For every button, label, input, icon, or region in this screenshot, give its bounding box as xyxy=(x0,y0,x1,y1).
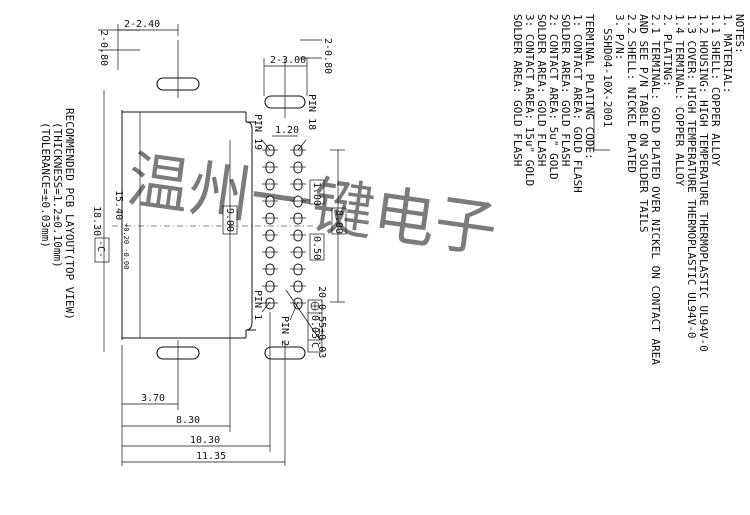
note-line: 1.2 HOUSING: HIGH TEMPERATURE THERMOPLAS… xyxy=(697,14,710,352)
note-line: 1.1 SHELL: COPPER ALLOY xyxy=(709,14,722,167)
dim-8-00: 8.00 xyxy=(333,210,344,234)
solder-pad xyxy=(293,246,303,259)
plating-code-line: SOLDER AREA: GOLD FLASH xyxy=(559,14,572,166)
board-outline xyxy=(112,110,315,340)
solder-pad xyxy=(265,263,275,276)
note-line: AND SEE P/N TABLE ON SOLDER TAILS xyxy=(637,14,650,233)
dim-2-3-00: 2-3.00 xyxy=(270,55,306,66)
plating-code-line: 3: CONTACT AREA: 15u" GOLD xyxy=(523,14,536,186)
pin-19-label: PIN 19 xyxy=(252,114,263,150)
dim-18-30: 18.30 xyxy=(91,206,102,236)
gdt-value: 0.05 xyxy=(309,315,320,339)
dim-2-0-80-left: 2-0.80 xyxy=(98,30,109,66)
solder-pad xyxy=(293,229,303,242)
solder-pad xyxy=(265,280,275,293)
dim-10-30: 10.30 xyxy=(190,435,220,446)
notes-block: NOTES: 1. MATERIAL: 1.1 SHELL: COPPER AL… xyxy=(511,14,746,365)
dim-2-0-80-right: 2-0.80 xyxy=(322,38,333,74)
bottom-dimensions: 3.70 8.30 10.30 11.35 xyxy=(121,312,286,466)
dim-1-20: 1.20 xyxy=(275,125,299,136)
solder-pad xyxy=(265,178,275,191)
solder-pad xyxy=(293,212,303,225)
solder-pad xyxy=(265,246,275,259)
dim-11-35: 11.35 xyxy=(196,451,226,462)
plating-code-line: SOLDER AREA: GOLD FLASH xyxy=(511,14,524,166)
solder-pad xyxy=(265,297,275,310)
top-dimensions: 2-2.40 2-0.80 2-3.00 2-0.80 1.20 xyxy=(98,19,333,137)
note-line: 3. P/N: xyxy=(613,14,626,60)
note-line: 2.1 TERMINAL: GOLD PLATED OVER NICKEL ON… xyxy=(649,14,662,365)
dim-8-30: 8.30 xyxy=(176,415,200,426)
caption-line: RECOMMENDED PCB LAYOUT(TOP VIEW) xyxy=(63,108,76,320)
pin-1-label: PIN 1 xyxy=(252,290,263,320)
part-number: SSHD04-10X-2001 xyxy=(601,28,614,127)
caption-line: (THICKNESS=1.2±0.10mm) xyxy=(51,122,64,268)
layout-caption: RECOMMENDED PCB LAYOUT(TOP VIEW) (THICKN… xyxy=(39,108,76,320)
dim-9-00: 9.00 xyxy=(224,208,235,232)
dim-3-70: 3.70 xyxy=(141,393,165,404)
gdt-datum: C xyxy=(309,342,320,348)
dim-2-2-40: 2-2.40 xyxy=(124,19,160,30)
solder-pad xyxy=(293,178,303,191)
solder-pad xyxy=(265,229,275,242)
pin-18-label: PIN 18 xyxy=(306,94,317,130)
note-line: 2. PLATING: xyxy=(661,14,674,87)
note-line: 2.2 SHELL: NICKEL PLATED xyxy=(625,14,638,173)
note-line: 1.3 COVER: HIGH TEMPERATURE THERMOPLASTI… xyxy=(685,14,698,339)
solder-pad xyxy=(293,280,303,293)
plating-code-line: SOLDER AREA: GOLD FLASH xyxy=(535,14,548,166)
solder-pad xyxy=(265,212,275,225)
plating-code-line: 2: CONTACT AREA: 5u" GOLD xyxy=(547,14,560,180)
solder-pad xyxy=(293,195,303,208)
dim-pad-size: 20-0.55±0.03 xyxy=(316,286,327,358)
note-line: 1.4 TERMINAL: COPPER ALLOY xyxy=(673,14,686,187)
dim-0-50: 0.50 xyxy=(311,236,322,260)
caption-line: (TOLERANCE=±0.03mm) xyxy=(39,122,52,248)
datum-c: -C- xyxy=(95,240,106,258)
mounting-slots xyxy=(156,40,306,370)
pin-labels: PIN 19 PIN 18 PIN 1 PIN 2 xyxy=(252,94,317,346)
part-number-leader xyxy=(593,110,610,151)
plating-code-title: TERMINAL PLATING CODE: xyxy=(583,14,596,160)
note-line: 1. MATERIAL: xyxy=(721,14,734,93)
dim-15-40-tol: +0.20 -0.00 xyxy=(122,223,130,269)
solder-pad xyxy=(265,161,275,174)
solder-pad xyxy=(293,263,303,276)
solder-pad xyxy=(293,161,303,174)
dim-15-40: 15.40 xyxy=(113,190,124,220)
plating-code-line: 1: CONTACT AREA: GOLD FLASH xyxy=(571,14,584,193)
pad-callout: 20-0.55±0.03 0.05 C xyxy=(285,286,327,358)
pin-2-label: PIN 2 xyxy=(279,316,290,346)
notes-title: NOTES: xyxy=(733,14,746,54)
dim-1-00: 1.00 xyxy=(311,182,322,206)
solder-pad xyxy=(265,195,275,208)
inner-dimensions: 1.00 0.50 8.00 9.00 15.40 +0.20 -0.00 18… xyxy=(91,90,347,352)
pad-array xyxy=(262,144,306,310)
